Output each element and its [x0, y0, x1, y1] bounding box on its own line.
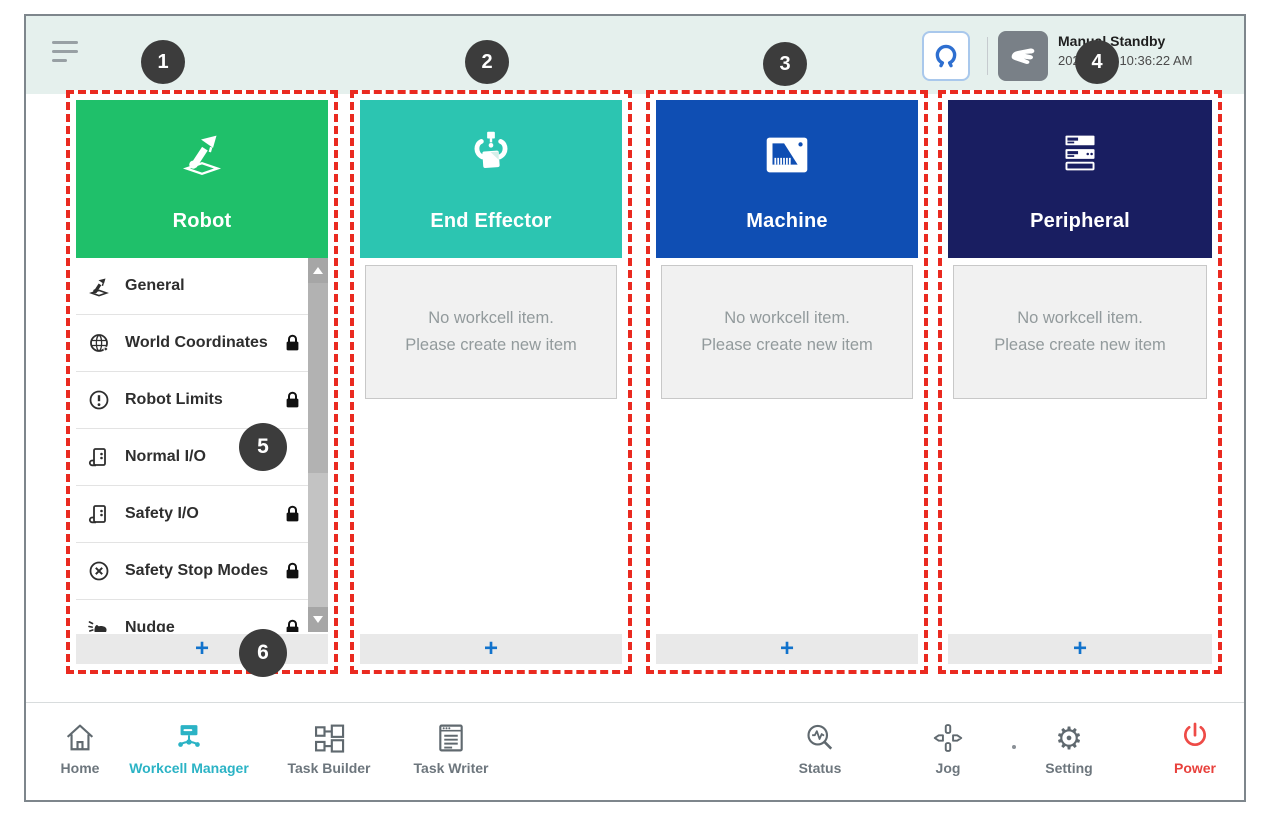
auto-mode-button[interactable] — [922, 31, 970, 81]
add-machine-item-button[interactable]: + — [656, 634, 918, 664]
scrollbar-thumb[interactable] — [308, 283, 328, 473]
end-effector-item-list: No workcell item. Please create new item — [360, 258, 622, 632]
peripheral-item-list: No workcell item. Please create new item — [948, 258, 1212, 632]
lock-icon — [285, 334, 300, 352]
nav-workcell-manager[interactable]: Workcell Manager — [109, 716, 269, 776]
column-end-effector: End Effector No workcell item. Please cr… — [350, 90, 632, 674]
normal-io-icon — [86, 444, 112, 470]
hand-icon — [1007, 39, 1039, 74]
plus-icon: + — [1072, 635, 1087, 662]
gripper-box-icon — [462, 125, 520, 188]
nav-task-writer[interactable]: Task Writer — [371, 716, 531, 776]
machine-category-header[interactable]: Machine — [656, 100, 918, 258]
nav-task-builder[interactable]: Task Builder — [249, 716, 409, 776]
gripper-icon — [931, 40, 961, 73]
scrollbar[interactable] — [308, 258, 328, 632]
column-title: Robot — [172, 210, 232, 232]
scroll-down-button[interactable] — [308, 607, 328, 632]
column-title: Peripheral — [1030, 210, 1130, 232]
app-window: Manual Standby 2022.2.22 10:36:22 AM Rob… — [24, 14, 1246, 802]
arrow-down-icon — [313, 616, 323, 623]
setting-icon: ⚙ — [1055, 721, 1083, 757]
menu-item-safety-io[interactable]: Safety I/O — [76, 486, 328, 543]
world-coordinates-icon — [86, 330, 112, 356]
lock-icon — [285, 391, 300, 409]
column-peripheral: Peripheral No workcell item. Please crea… — [938, 90, 1222, 674]
callout-badge-2: 2 — [465, 40, 509, 84]
add-end-effector-item-button[interactable]: + — [360, 634, 622, 664]
menu-icon[interactable] — [52, 41, 80, 62]
add-robot-item-button[interactable]: + — [76, 634, 328, 664]
add-peripheral-item-button[interactable]: + — [948, 634, 1212, 664]
nav-power[interactable]: Power — [1115, 716, 1275, 776]
nudge-icon — [86, 615, 112, 632]
task-writer-icon — [371, 716, 531, 756]
machine-item-list: No workcell item. Please create new item — [656, 258, 918, 632]
lock-icon — [285, 619, 300, 632]
manual-mode-button[interactable] — [998, 31, 1048, 81]
nav-divider — [26, 702, 1244, 703]
lock-icon — [285, 505, 300, 523]
callout-badge-1: 1 — [141, 40, 185, 84]
menu-item-robot-limits[interactable]: Robot Limits — [76, 372, 328, 429]
lock-icon — [285, 562, 300, 580]
top-bar: Manual Standby 2022.2.22 10:36:22 AM — [26, 16, 1244, 94]
robot-category-header[interactable]: Robot — [76, 100, 328, 258]
empty-state: No workcell item. Please create new item — [661, 265, 913, 399]
machine-icon — [758, 125, 816, 188]
workcell-manager-icon — [109, 716, 269, 756]
robot-item-list: General World Coordinates Robot Limits — [76, 258, 328, 632]
empty-state: No workcell item. Please create new item — [953, 265, 1207, 399]
column-robot: Robot General World Coordinates — [66, 90, 338, 674]
status-icon — [740, 716, 900, 756]
empty-state: No workcell item. Please create new item — [365, 265, 617, 399]
callout-badge-5: 5 — [239, 423, 287, 471]
plus-icon: + — [194, 635, 209, 662]
safety-io-icon — [86, 501, 112, 527]
peripheral-category-header[interactable]: Peripheral — [948, 100, 1212, 258]
peripheral-icon — [1051, 125, 1109, 188]
column-title: Machine — [746, 210, 828, 232]
nav-jog[interactable]: Jog — [868, 716, 1028, 776]
safety-stop-modes-icon — [86, 558, 112, 584]
task-builder-icon — [249, 716, 409, 756]
menu-item-nudge[interactable]: Nudge — [76, 600, 328, 632]
menu-item-normal-io[interactable]: Normal I/O — [76, 429, 328, 486]
menu-item-safety-stop-modes[interactable]: Safety Stop Modes — [76, 543, 328, 600]
column-title: End Effector — [430, 210, 552, 232]
column-machine: Machine No workcell item. Please create … — [646, 90, 928, 674]
menu-item-world-coordinates[interactable]: World Coordinates — [76, 315, 328, 372]
robot-arm-icon — [173, 125, 231, 188]
home-icon — [0, 716, 160, 756]
divider — [987, 37, 988, 75]
nav-home[interactable]: Home — [0, 716, 160, 776]
callout-badge-6: 6 — [239, 629, 287, 677]
jog-icon — [868, 716, 1028, 756]
end-effector-category-header[interactable]: End Effector — [360, 100, 622, 258]
nav-status[interactable]: Status — [740, 716, 900, 776]
plus-icon: + — [779, 635, 794, 662]
nav-setting[interactable]: ⚙ Setting — [989, 716, 1149, 776]
separator-dot — [1012, 745, 1016, 749]
robot-limits-icon — [86, 387, 112, 413]
general-icon — [86, 273, 112, 299]
plus-icon: + — [483, 635, 498, 662]
scroll-up-button[interactable] — [308, 258, 328, 283]
callout-badge-4: 4 — [1075, 40, 1119, 84]
arrow-up-icon — [313, 267, 323, 274]
power-icon — [1115, 716, 1275, 756]
callout-badge-3: 3 — [763, 42, 807, 86]
menu-item-general[interactable]: General — [76, 258, 328, 315]
